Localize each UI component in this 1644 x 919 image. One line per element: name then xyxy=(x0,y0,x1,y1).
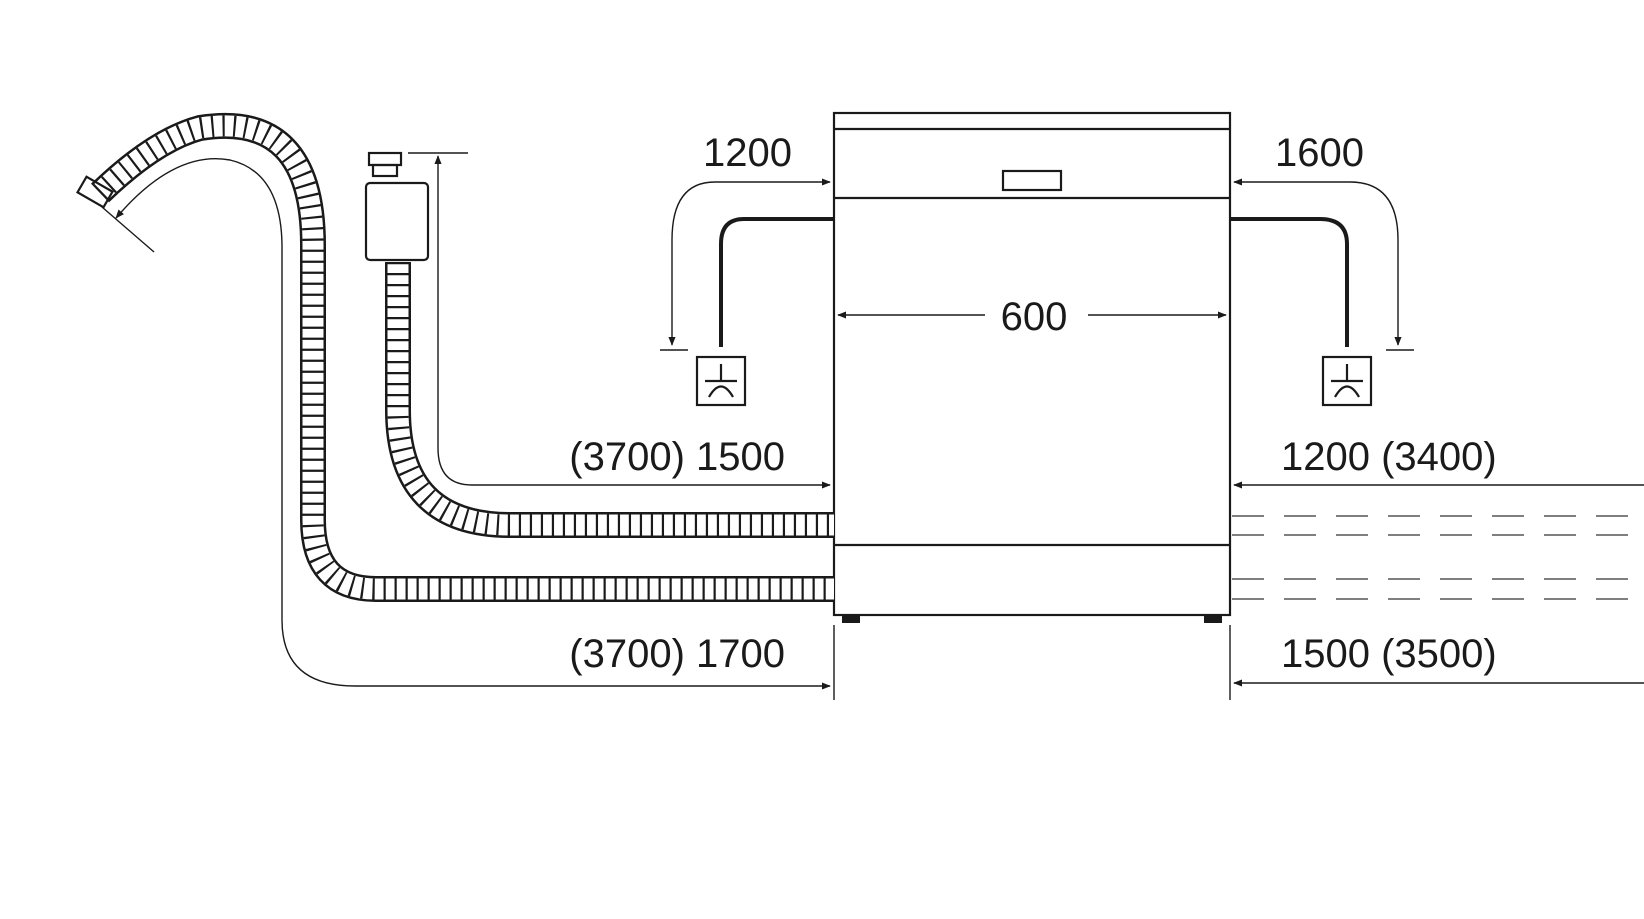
left-power-cable: 1200 xyxy=(660,131,834,407)
right-hose-routing-dashed xyxy=(1232,515,1644,600)
drain-length-right: 1500 (3500) xyxy=(1281,632,1497,676)
inlet-length-right: 1200 (3400) xyxy=(1281,435,1497,479)
width-dimension: 600 xyxy=(837,295,1227,339)
left-foot xyxy=(842,615,860,623)
right-power-cable: 1600 xyxy=(1230,131,1414,407)
control-panel-display xyxy=(1001,169,1063,192)
power-socket-icon xyxy=(1321,355,1373,407)
drain-length-dimension: (3700) 1700 1500 (3500) xyxy=(101,158,1644,690)
drain-length-left: (3700) 1700 xyxy=(569,632,785,676)
power-socket-icon xyxy=(695,355,747,407)
power-length-left: 1200 xyxy=(703,131,792,175)
power-length-right: 1600 xyxy=(1275,131,1364,175)
width-label: 600 xyxy=(1001,295,1068,339)
side-extension-lines xyxy=(833,625,1231,700)
right-foot xyxy=(1204,615,1222,623)
drain-hose-end xyxy=(76,175,114,209)
inlet-length-left: (3700) 1500 xyxy=(569,435,785,479)
water-tap-icon xyxy=(364,151,430,262)
dishwasher-icon xyxy=(832,111,1232,623)
